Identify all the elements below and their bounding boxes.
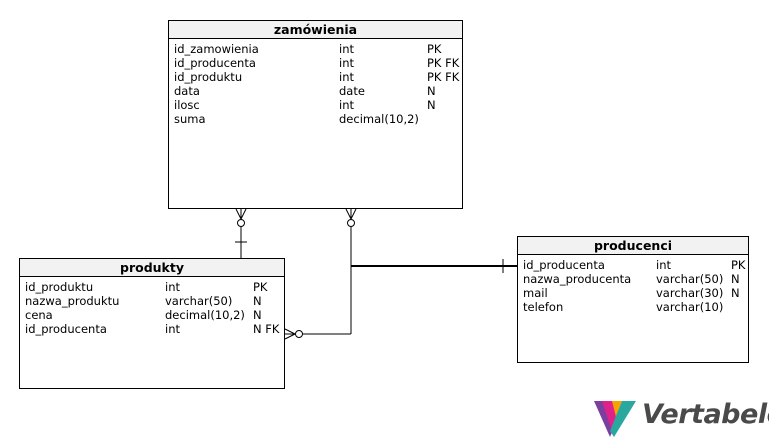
vertabelo-v-logo-icon (594, 401, 636, 437)
column-row: id_producenta int PK FK (174, 56, 460, 70)
column-type: decimal(10,2) (339, 112, 419, 126)
column-row: data date N (174, 84, 457, 98)
column-row: id_zamowienia int PK (174, 42, 457, 56)
column-type: int (339, 70, 354, 84)
rel-produkty-producenci (284, 266, 352, 340)
column-keys: PK FK (427, 56, 460, 70)
column-keys: PK (731, 258, 746, 272)
column-name: telefon (523, 300, 564, 314)
column-name: suma (174, 112, 206, 126)
column-name: cena (25, 308, 53, 322)
vertabelo-logo-text: Vertabelo (642, 399, 769, 430)
column-type: date (339, 84, 365, 98)
column-type: int (165, 322, 180, 336)
column-keys: N (427, 98, 436, 112)
column-name: id_producenta (25, 322, 107, 336)
column-name: nazwa_produktu (25, 294, 120, 308)
column-type: varchar(50) (165, 294, 233, 308)
column-keys: PK (427, 42, 442, 56)
column-type: varchar(50) (656, 272, 724, 286)
column-name: id_zamowienia (174, 42, 259, 56)
rel-zamowienia-produkty (235, 208, 247, 258)
column-row: ilosc int N (174, 98, 457, 112)
column-type: int (165, 280, 180, 294)
column-name: id_produktu (174, 70, 243, 84)
table-title: producenci (518, 237, 748, 255)
column-type: int (339, 98, 354, 112)
table-title: produkty (20, 259, 284, 277)
column-type: int (339, 56, 354, 70)
column-name: id_producenta (523, 258, 605, 272)
column-row: id_produktu int PK (25, 280, 279, 294)
column-keys: N (253, 294, 262, 308)
column-row: cena decimal(10,2) N (25, 308, 279, 322)
column-type: varchar(10) (656, 300, 724, 314)
column-type: int (339, 42, 354, 56)
column-keys: N FK (253, 322, 280, 336)
column-row: nazwa_producenta varchar(50) N (523, 272, 743, 286)
column-row: mail varchar(30) N (523, 286, 743, 300)
column-name: ilosc (174, 98, 200, 112)
column-keys: N (731, 286, 740, 300)
column-type: int (656, 258, 671, 272)
column-name: id_produktu (25, 280, 94, 294)
table-title: zamówienia (169, 21, 462, 39)
column-keys: N (253, 308, 262, 322)
column-keys: N (731, 272, 740, 286)
column-type: decimal(10,2) (165, 308, 245, 322)
rel-zamowienia-producenci (345, 208, 517, 273)
table-producenci[interactable]: producenci id_producenta int PK nazwa_prod… (517, 236, 749, 363)
column-row: id_produktu int PK FK (174, 70, 460, 84)
column-keys: N (427, 84, 436, 98)
column-name: mail (523, 286, 548, 300)
column-name: nazwa_producenta (523, 272, 632, 286)
column-name: id_producenta (174, 56, 256, 70)
column-keys: PK FK (427, 70, 460, 84)
column-row: nazwa_produktu varchar(50) N (25, 294, 279, 308)
column-row: id_producenta int PK (523, 258, 746, 272)
column-row: suma decimal(10,2) (174, 112, 457, 126)
column-row: telefon varchar(10) (523, 300, 743, 314)
column-keys: PK (253, 280, 268, 294)
column-name: data (174, 84, 200, 98)
column-row: id_producenta int N FK (25, 322, 279, 336)
column-type: varchar(30) (656, 286, 724, 300)
